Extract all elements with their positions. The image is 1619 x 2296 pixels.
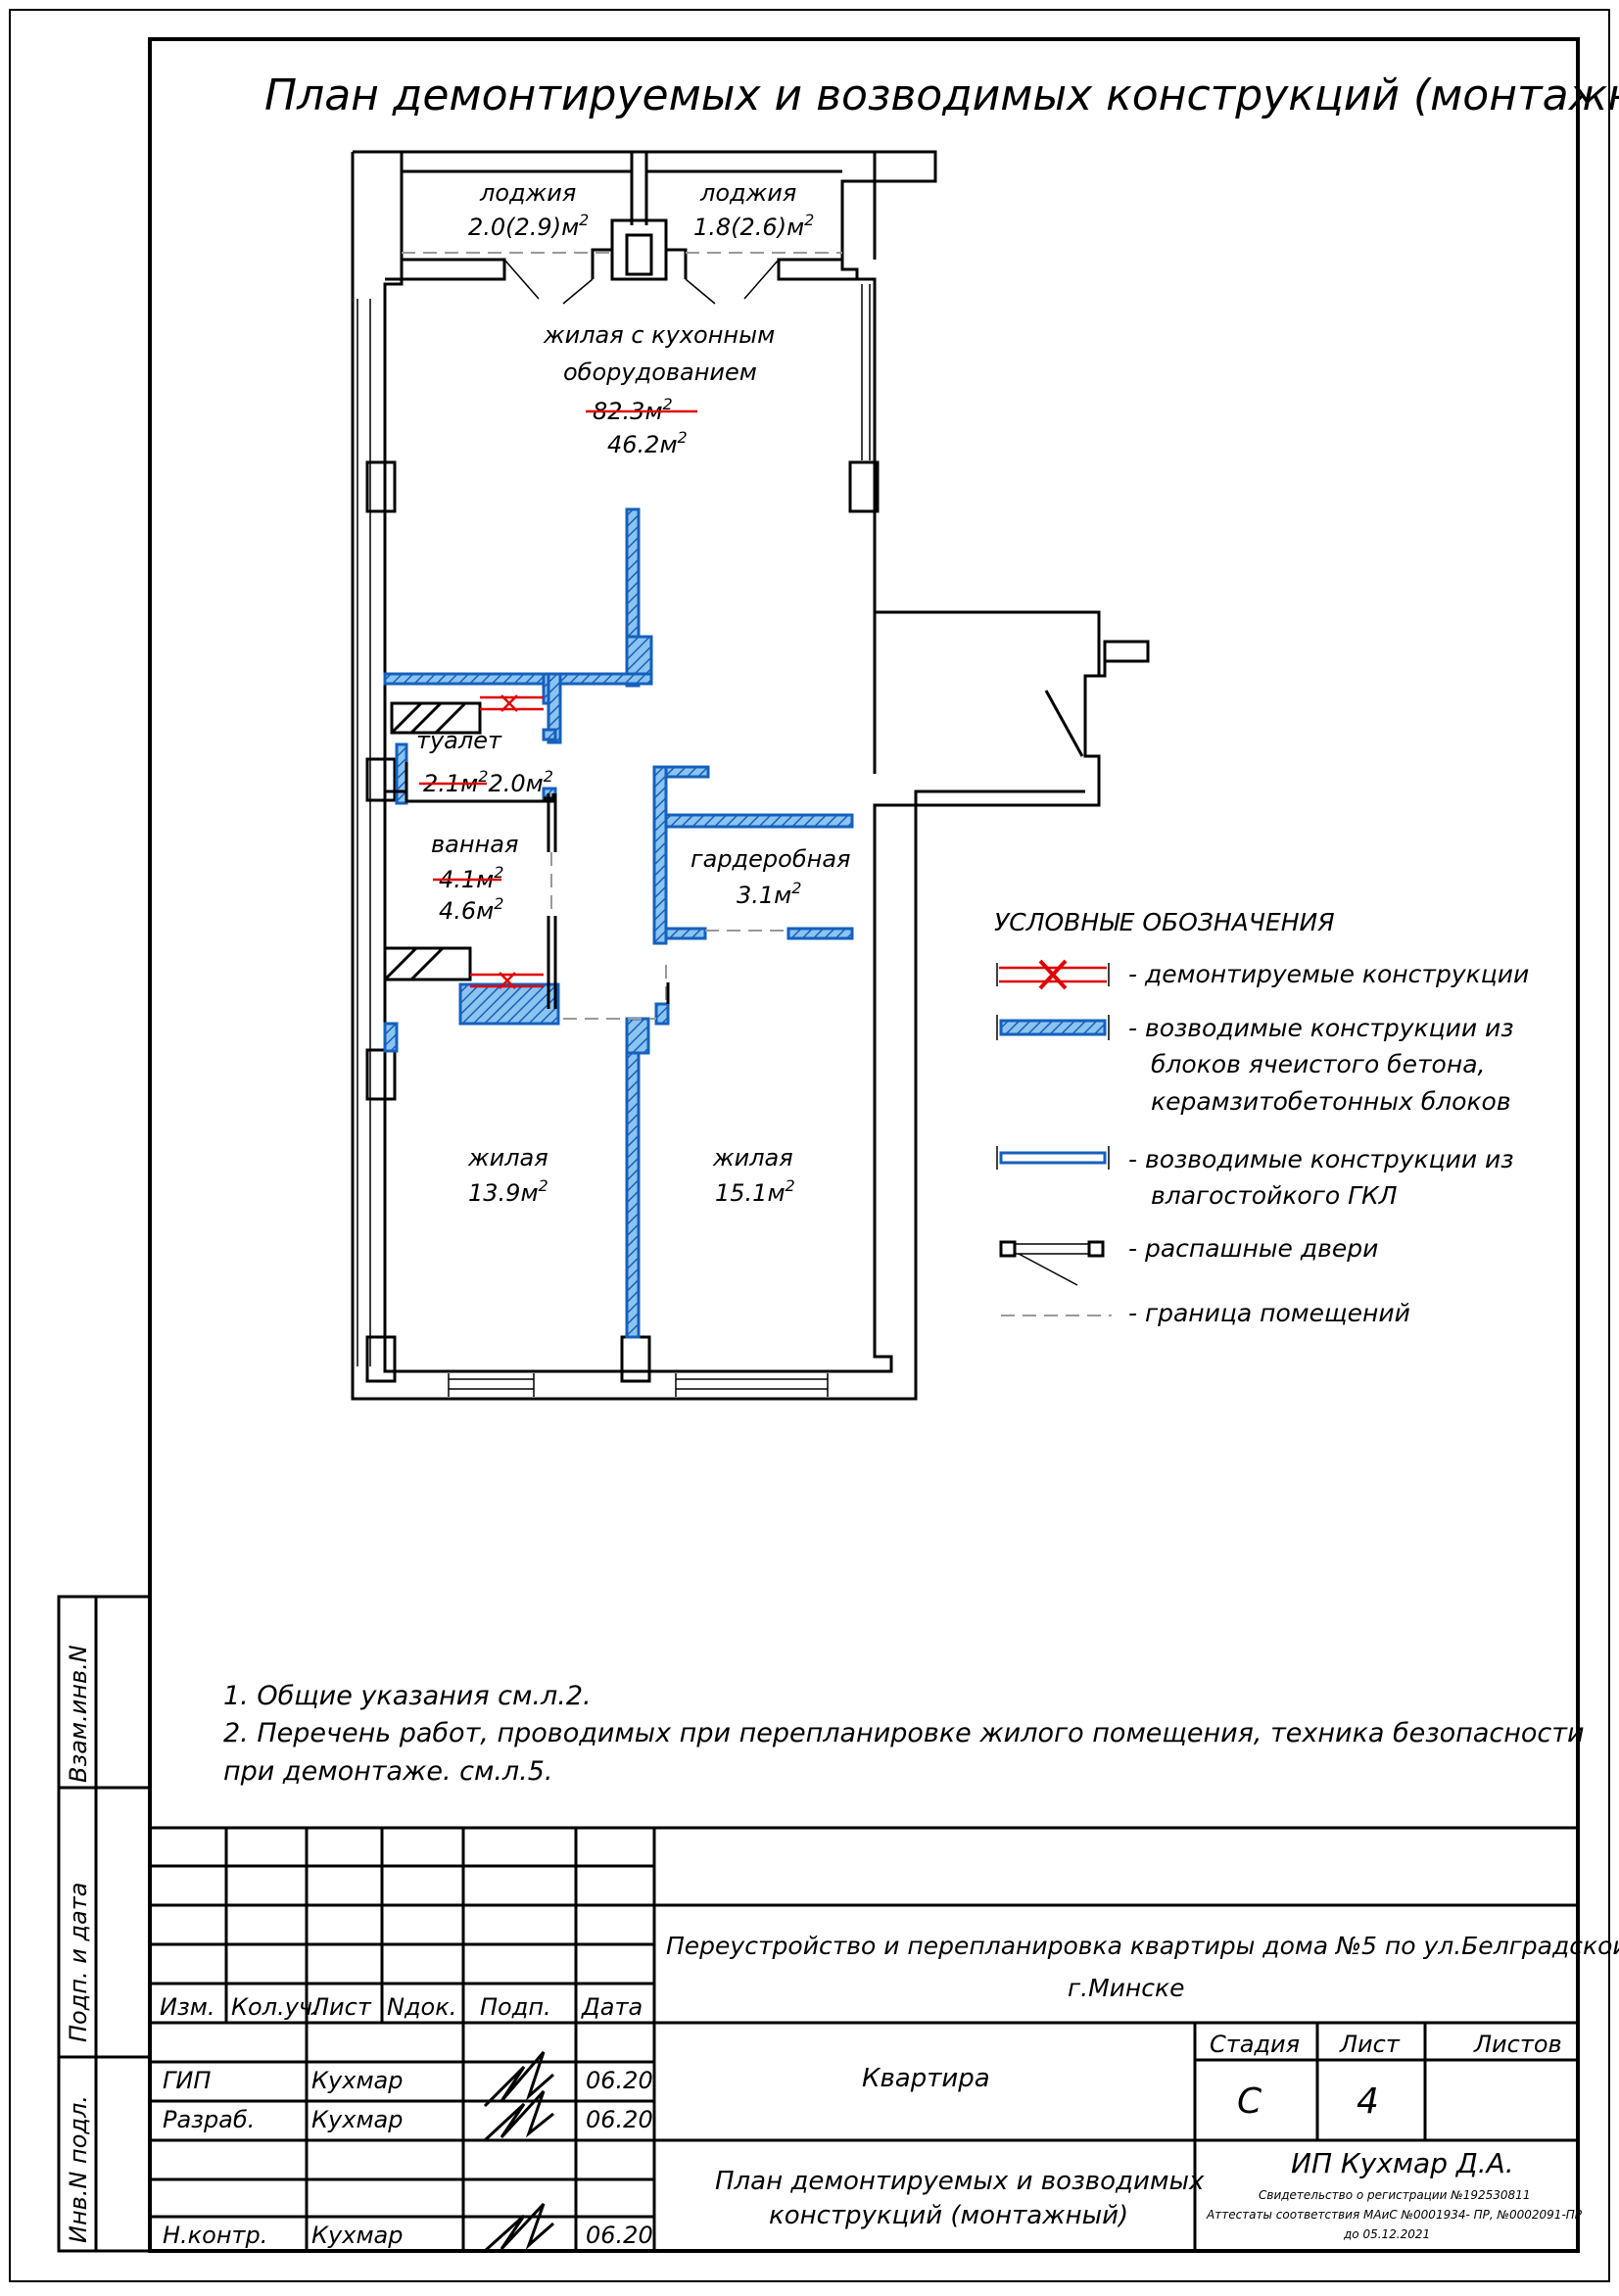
tb-sheet-label: Лист <box>1339 2031 1401 2058</box>
tb-cert1: Свидетельство о регистрации №192530811 <box>1259 2188 1530 2202</box>
sheet-title: План демонтируемых и возводимых конструк… <box>264 71 1619 120</box>
svg-text:3.1м2: 3.1м2 <box>737 879 801 909</box>
wardrobe-name: гардеробная <box>690 845 850 873</box>
legend-item-blocks: - возводимые конструкции из <box>1128 1014 1514 1042</box>
wardrobe-area: 3.1м <box>737 882 791 909</box>
tb-cert2: Аттестаты соответствия МАиС №0001934- ПР… <box>1206 2208 1583 2222</box>
bath-new-area: 4.6м <box>439 897 494 925</box>
legend: УСЛОВНЫЕ ОБОЗНАЧЕНИЯ - демонтируемые кон… <box>994 908 1529 1327</box>
svg-text:2.0(2.9)м2: 2.0(2.9)м2 <box>468 211 589 241</box>
side-stamp: Взам.инв.N Подп. и дата Инв.N подл. <box>57 1595 152 2253</box>
tb-header-izm: Изм. <box>160 1993 214 2021</box>
outer-border <box>9 9 1610 2282</box>
exterior-wall <box>353 150 1150 1373</box>
svg-text:82.3м2: 82.3м2 <box>593 395 673 425</box>
living-kitchen-name2: оборудованием <box>563 359 757 386</box>
tb-cert3: до 05.12.2021 <box>1343 2227 1430 2241</box>
side-podp: Подп. и дата <box>65 1883 92 2043</box>
tb-name-razrab: Кухмар <box>311 2106 404 2133</box>
tb-date-nkontr: 06.20 <box>586 2222 653 2249</box>
tb-object: Квартира <box>862 2064 990 2093</box>
tb-date-gip: 06.20 <box>586 2067 653 2094</box>
legend-item-gkl: - возводимые конструкции из <box>1128 1145 1514 1173</box>
tb-role-nkontr: Н.контр. <box>163 2222 267 2249</box>
living-kitchen-new-area: 46.2м <box>607 431 678 458</box>
tb-sheet: 4 <box>1357 2081 1379 2122</box>
toilet-name: туалет <box>416 727 502 754</box>
svg-text:2.1м22.0м2: 2.1м22.0м2 <box>423 767 553 797</box>
svg-text:4.6м2: 4.6м2 <box>439 894 503 925</box>
legend-title: УСЛОВНЫЕ ОБОЗНАЧЕНИЯ <box>994 908 1335 936</box>
side-inv: Инв.N подл. <box>65 2095 92 2243</box>
demolished-mark <box>470 694 544 989</box>
tb-header-podp: Подп. <box>480 1993 551 2021</box>
living2-area: 15.1м <box>715 1179 786 1207</box>
tb-drawing-name2: конструкций (монтажный) <box>769 2201 1128 2230</box>
legend-item-boundary: - граница помещений <box>1128 1299 1410 1327</box>
living1-area: 13.9м <box>468 1179 539 1207</box>
svg-text:15.1м2: 15.1м2 <box>715 1176 795 1207</box>
note-2: 2. Перечень работ, проводимых при перепл… <box>223 1718 1585 1748</box>
svg-text:4.1м2: 4.1м2 <box>439 863 503 893</box>
tb-date-razrab: 06.20 <box>586 2106 653 2133</box>
bath-name: ванная <box>431 831 518 858</box>
floor-plan <box>351 150 1150 1401</box>
tb-role-razrab: Разраб. <box>163 2106 255 2133</box>
tb-company: ИП Кухмар Д.А. <box>1291 2147 1514 2179</box>
tb-name-gip: Кухмар <box>311 2067 404 2094</box>
tb-header-kolvo: Кол.уч. <box>231 1993 320 2021</box>
tb-role-gip: ГИП <box>163 2067 211 2094</box>
tb-sheets-label: Листов <box>1473 2031 1562 2058</box>
tb-project2: г.Минске <box>1068 1974 1184 2002</box>
tb-drawing-name1: План демонтируемых и возводимых <box>715 2167 1205 2196</box>
signature <box>483 2051 554 2253</box>
loggia1-name: лоджия <box>479 179 576 207</box>
tb-project: Переустройство и перепланировка квартиры… <box>666 1932 1619 1960</box>
tb-header-list: Лист <box>310 1993 372 2021</box>
tb-stage: С <box>1237 2081 1262 2122</box>
loggia1-area: 2.0(2.9)м <box>468 214 579 241</box>
title-block: Изм. Кол.уч. Лист Nдок. Подп. Дата ГИП К… <box>150 1826 1619 2253</box>
legend-item-blocks3: керамзитобетонных блоков <box>1151 1087 1511 1116</box>
tb-name-nkontr: Кухмар <box>311 2222 404 2249</box>
ventilation-shaft <box>610 218 668 281</box>
side-vzam: Взам.инв.N <box>65 1645 92 1783</box>
legend-item-blocks2: блоков ячеистого бетона, <box>1151 1050 1485 1078</box>
tb-header-data: Дата <box>581 1993 643 2021</box>
svg-text:46.2м2: 46.2м2 <box>607 428 688 458</box>
living2-name: жилая <box>712 1144 793 1172</box>
living-kitchen-name1: жилая с кухонным <box>543 321 775 349</box>
loggia2-name: лоджия <box>699 179 796 207</box>
drawing-frame <box>148 37 1580 2253</box>
svg-text:13.9м2: 13.9м2 <box>468 1176 548 1207</box>
legend-item-doors: - распашные двери <box>1128 1234 1378 1263</box>
tb-stage-label: Стадия <box>1210 2031 1300 2058</box>
living1-name: жилая <box>467 1144 548 1172</box>
note-3: при демонтаже. см.л.5. <box>223 1756 553 1787</box>
loggia2-area: 1.8(2.6)м <box>693 214 804 241</box>
legend-item-demolished: - демонтируемые конструкции <box>1128 960 1529 988</box>
svg-text:1.8(2.6)м2: 1.8(2.6)м2 <box>693 211 814 241</box>
toilet-new-area: 2.0м <box>488 770 543 797</box>
note-1: 1. Общие указания см.л.2. <box>223 1681 592 1711</box>
legend-item-gkl2: влагостойкого ГКЛ <box>1151 1181 1398 1210</box>
tb-header-ndok: Nдок. <box>387 1993 456 2021</box>
